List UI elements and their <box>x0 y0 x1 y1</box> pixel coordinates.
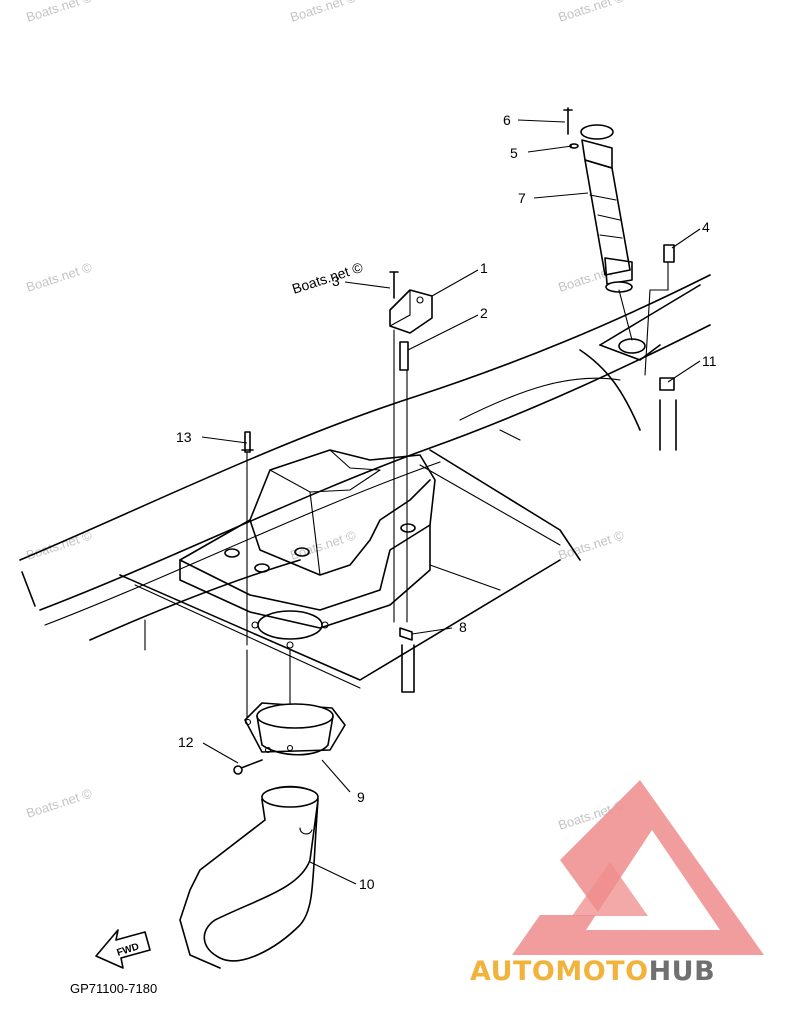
engine-boss <box>224 548 240 558</box>
watermark: Boats.net © <box>24 0 94 25</box>
automotohub-logo-icon <box>512 780 764 955</box>
label-3: 3 <box>332 273 340 289</box>
label-9: 9 <box>357 789 365 805</box>
exhaust-hole <box>257 610 323 640</box>
label-12: 12 <box>178 734 194 750</box>
engine-housing <box>179 449 436 649</box>
watermark: Boats.net © <box>556 0 626 25</box>
brand-part-1: AUTOMOTO <box>470 956 649 987</box>
label-1: 1 <box>480 260 488 276</box>
part-12-bolt <box>233 759 263 775</box>
label-6: 6 <box>503 112 511 128</box>
watermark: Boats.net © <box>290 259 365 297</box>
watermark: Boats.net © <box>288 527 358 562</box>
label-2: 2 <box>480 305 488 321</box>
label-13: 13 <box>176 429 192 445</box>
watermark: Boats.net © <box>24 785 94 820</box>
label-4: 4 <box>702 219 710 235</box>
watermark: Boats.net © <box>556 527 626 562</box>
part-11-nut <box>659 377 677 451</box>
watermark: Boats.net © <box>24 259 94 294</box>
part-10-hose <box>179 785 319 969</box>
brand-part-2: HUB <box>649 956 716 987</box>
hull-deck <box>19 274 711 689</box>
diagram-code: GP71100-7180 <box>70 981 157 996</box>
engine-boss <box>294 547 310 557</box>
label-8: 8 <box>459 619 467 635</box>
svg-text:AUTOMOTOHUB: AUTOMOTOHUB <box>470 956 715 987</box>
label-10: 10 <box>359 876 375 892</box>
fwd-arrow-icon: FWD <box>95 929 151 969</box>
part-labels: 1 2 3 4 5 6 7 8 9 10 11 12 13 <box>176 112 717 892</box>
label-11: 11 <box>702 353 717 369</box>
part-6-screw <box>563 107 573 135</box>
part-3-screw <box>389 271 399 299</box>
watermark: Boats.net © <box>288 0 358 25</box>
brand-wordmark: AUTOMOTOHUB <box>470 956 715 987</box>
label-7: 7 <box>518 190 526 206</box>
engine-boss <box>254 563 270 573</box>
part-1-bracket <box>389 289 433 334</box>
leader-lines <box>201 119 701 885</box>
label-5: 5 <box>510 145 518 161</box>
part-8-clamp <box>399 627 415 693</box>
engine-boss <box>400 523 416 533</box>
part-9-duct <box>244 649 346 756</box>
part-4-screw <box>644 244 675 376</box>
part-2-spacer <box>399 341 409 371</box>
part-7-tube <box>580 124 633 293</box>
tube-mount-hole <box>618 338 646 354</box>
